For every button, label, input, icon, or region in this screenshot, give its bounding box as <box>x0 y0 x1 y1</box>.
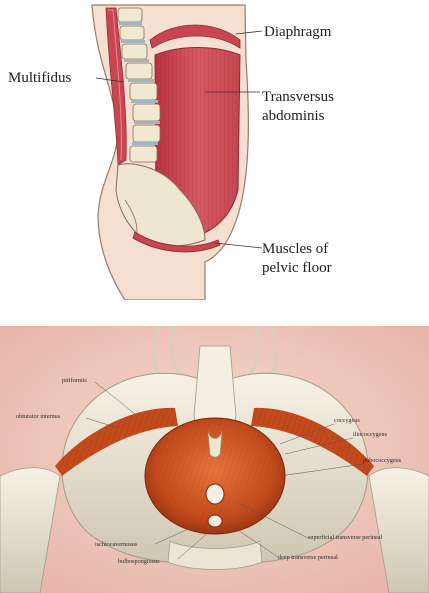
trunk-side-view-figure: Diaphragm Multifidus Transversus abdomin… <box>8 4 334 300</box>
label-diaphragm: Diaphragm <box>264 24 332 40</box>
label-bulbospongiosus: bulbospongiosus <box>118 558 160 565</box>
label-superficial-transverse-perineal: superficial transverse perineal <box>308 534 382 541</box>
label-pelvic-line1: Muscles of <box>262 241 328 257</box>
pubic-bone <box>167 540 263 570</box>
pelvic-floor-muscle <box>132 231 221 253</box>
coccyx-bone <box>207 430 223 458</box>
urogenital-opening <box>207 514 223 528</box>
label-pelvic-line2: pelvic floor <box>262 260 332 276</box>
label-piriformis: piriformis <box>62 377 87 384</box>
label-obturator-internus: obturator internus <box>16 413 61 420</box>
anal-opening <box>205 483 225 505</box>
label-coccygeus: coccygeus <box>334 417 360 424</box>
trunk-illustration: Diaphragm Multifidus Transversus abdomin… <box>8 4 334 300</box>
left-femur-bone <box>0 467 61 593</box>
label-ischiocavernosus: ischiocavernosus <box>95 541 138 548</box>
label-pubococcygeus: pubococcygeus <box>363 457 402 464</box>
pelvic-floor-3d-figure: piriformis obturator internus coccygeus … <box>0 326 429 593</box>
label-transversus-line2: abdominis <box>262 108 325 124</box>
label-transversus-line1: Transversus <box>262 89 334 105</box>
diaphragm-muscle <box>149 24 241 49</box>
pelvis-bone <box>115 163 206 247</box>
label-multifidus: Multifidus <box>8 70 72 86</box>
spine-vertebrae <box>117 7 161 163</box>
pelvic-floor-illustration: piriformis obturator internus coccygeus … <box>0 326 429 593</box>
label-iliococcygeus: iliococcygeus <box>353 431 388 438</box>
right-femur-bone <box>368 467 429 593</box>
label-deep-transverse-perineal: deep transverse perineal <box>278 554 338 561</box>
